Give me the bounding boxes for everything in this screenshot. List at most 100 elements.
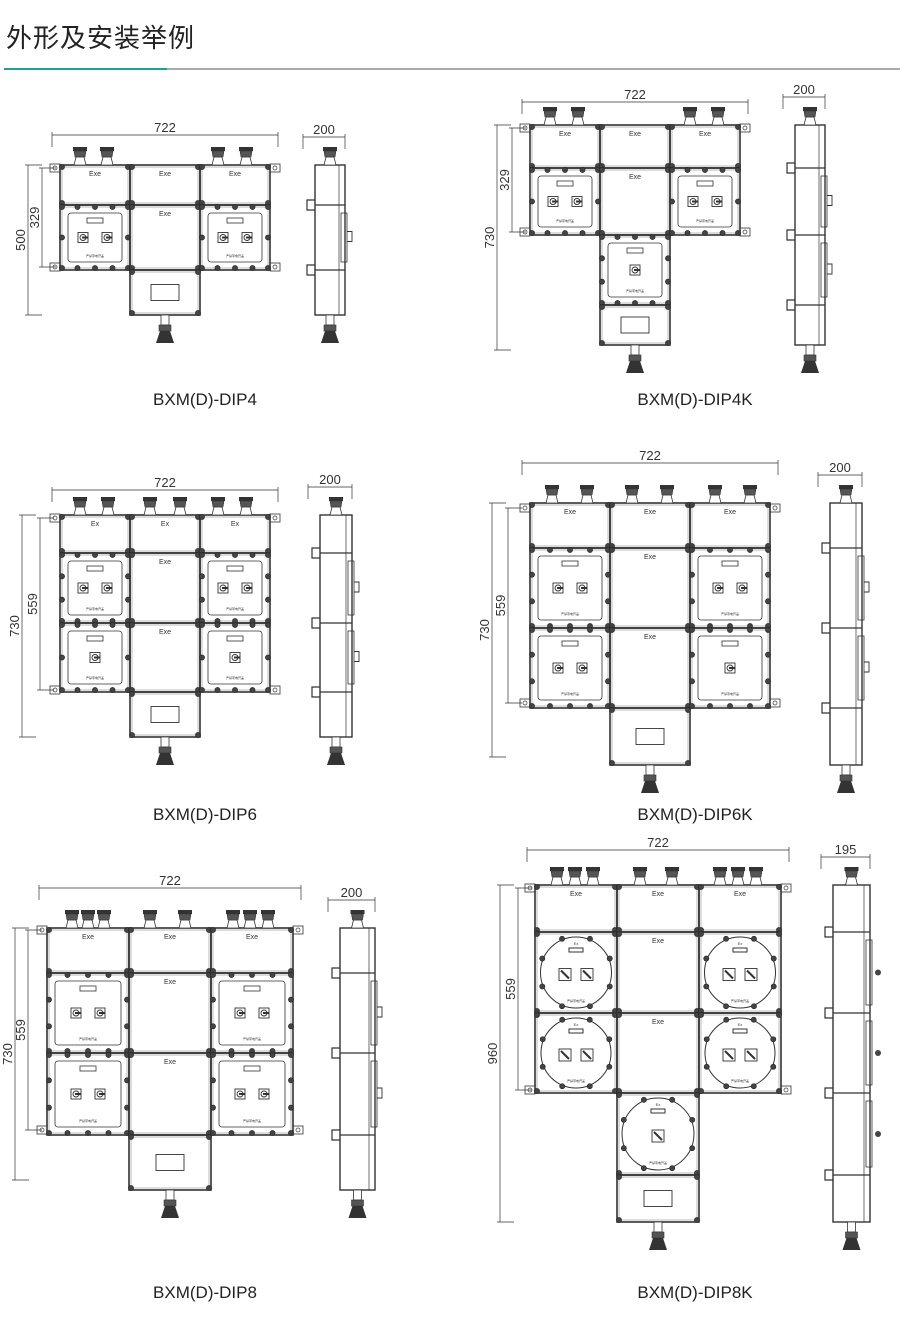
enclosure-exe: Exe	[59, 164, 131, 206]
bolt	[587, 627, 593, 633]
gland-cap	[73, 147, 87, 151]
bolt	[214, 687, 221, 693]
bolt	[776, 884, 782, 890]
enclosure-inner-outline	[536, 1014, 616, 1092]
gland-body	[743, 494, 757, 504]
bolt	[640, 1096, 647, 1103]
cable-gland-icon	[329, 497, 343, 516]
bolt	[735, 230, 741, 236]
bolt	[529, 598, 535, 605]
bolt	[723, 1083, 730, 1090]
enclosure-inner-outline	[618, 1094, 698, 1174]
cover-plate	[218, 1060, 286, 1128]
gland-body	[625, 494, 639, 504]
bolt	[587, 703, 593, 709]
gland-body	[571, 116, 585, 126]
cable-gland-icon	[713, 867, 727, 886]
gland-nut	[211, 150, 225, 158]
bolt	[616, 1012, 622, 1018]
bolt	[59, 265, 65, 271]
enclosure-exe: Exe	[529, 502, 611, 549]
bolt	[689, 547, 695, 553]
bolt	[74, 265, 81, 271]
enclosure-exe: Exe	[698, 884, 782, 933]
enclosure-inner-outline	[601, 126, 669, 167]
enclosure-inner-outline	[61, 516, 129, 552]
switch-handle-icon	[377, 1087, 383, 1099]
gland-nut	[845, 1231, 858, 1239]
enclosure-label: Ex	[161, 521, 170, 528]
gland-cap	[97, 910, 111, 914]
switch-lever	[560, 969, 570, 980]
enclosure-meter	[609, 707, 691, 766]
depth-dimension: 200	[313, 122, 335, 137]
cover-plate	[54, 1060, 122, 1128]
gland-nut	[625, 488, 639, 496]
bolt	[206, 1134, 212, 1140]
bolt	[544, 167, 551, 173]
enclosure-inner-outline	[700, 886, 780, 931]
gland-nut	[323, 324, 337, 332]
enclosure-inner-outline	[536, 886, 616, 931]
gland-nut	[713, 870, 727, 878]
bolt	[228, 1052, 235, 1058]
enclosure-inner-outline	[131, 693, 199, 736]
switch-handle-icon	[354, 651, 360, 662]
bolt	[269, 1130, 276, 1136]
enclosure-sw2: 严禁带电开盖	[669, 167, 741, 236]
bolt	[92, 204, 98, 210]
bolt	[529, 547, 535, 553]
gland-body	[173, 506, 187, 516]
bolt	[559, 935, 565, 942]
bolt	[640, 1165, 647, 1172]
height-dimension: 730	[477, 619, 492, 641]
enclosure-label: Ex	[231, 521, 240, 528]
gland-body	[749, 876, 763, 886]
switch-lever	[692, 200, 698, 203]
nameplate	[721, 640, 739, 647]
switch-lever	[222, 236, 228, 239]
enclosure-label: Exe	[644, 509, 656, 516]
warning-label: 严禁带电开盖	[626, 288, 644, 293]
gland-body	[350, 919, 365, 929]
bolt	[109, 622, 116, 628]
bolt	[751, 1003, 757, 1010]
enclosure-outline	[669, 167, 741, 236]
bolt	[210, 972, 216, 978]
side-handle-box	[370, 1060, 378, 1128]
enclosure-label: Exe	[652, 1019, 664, 1026]
enclosure-inner-outline	[618, 886, 698, 931]
mount-dimension: 329	[497, 169, 512, 191]
enclosure-inner-outline	[531, 126, 599, 167]
switch-lever	[75, 1093, 81, 1095]
switch-lever	[263, 1012, 269, 1014]
bolt	[249, 972, 255, 978]
round-label: Ex	[738, 1022, 743, 1027]
side-outline	[319, 514, 353, 738]
enclosure-inner-outline	[201, 206, 269, 269]
gland-body	[665, 876, 679, 886]
enclosure-meter	[599, 304, 671, 346]
bolt	[727, 547, 733, 553]
enclosure-inner-outline	[700, 933, 780, 1012]
mounting-ear	[780, 883, 792, 893]
enclosure-inner-outline	[700, 1014, 780, 1092]
switch-lever	[263, 1093, 269, 1095]
gland-nut	[643, 774, 657, 782]
warning-label: 严禁带电开盖	[556, 218, 574, 223]
bolt	[599, 234, 605, 240]
enclosure-inner-outline	[618, 1014, 698, 1092]
enclosure-exe: Ex	[59, 514, 131, 554]
cable-gland-icon	[73, 497, 87, 516]
bolt	[669, 198, 675, 205]
enclosure-outline	[46, 972, 130, 1054]
switch-handle-icon	[354, 581, 360, 593]
nameplate	[626, 247, 644, 254]
bolt	[269, 972, 276, 978]
bolt	[109, 204, 116, 210]
cable-gland-icon	[545, 485, 559, 504]
